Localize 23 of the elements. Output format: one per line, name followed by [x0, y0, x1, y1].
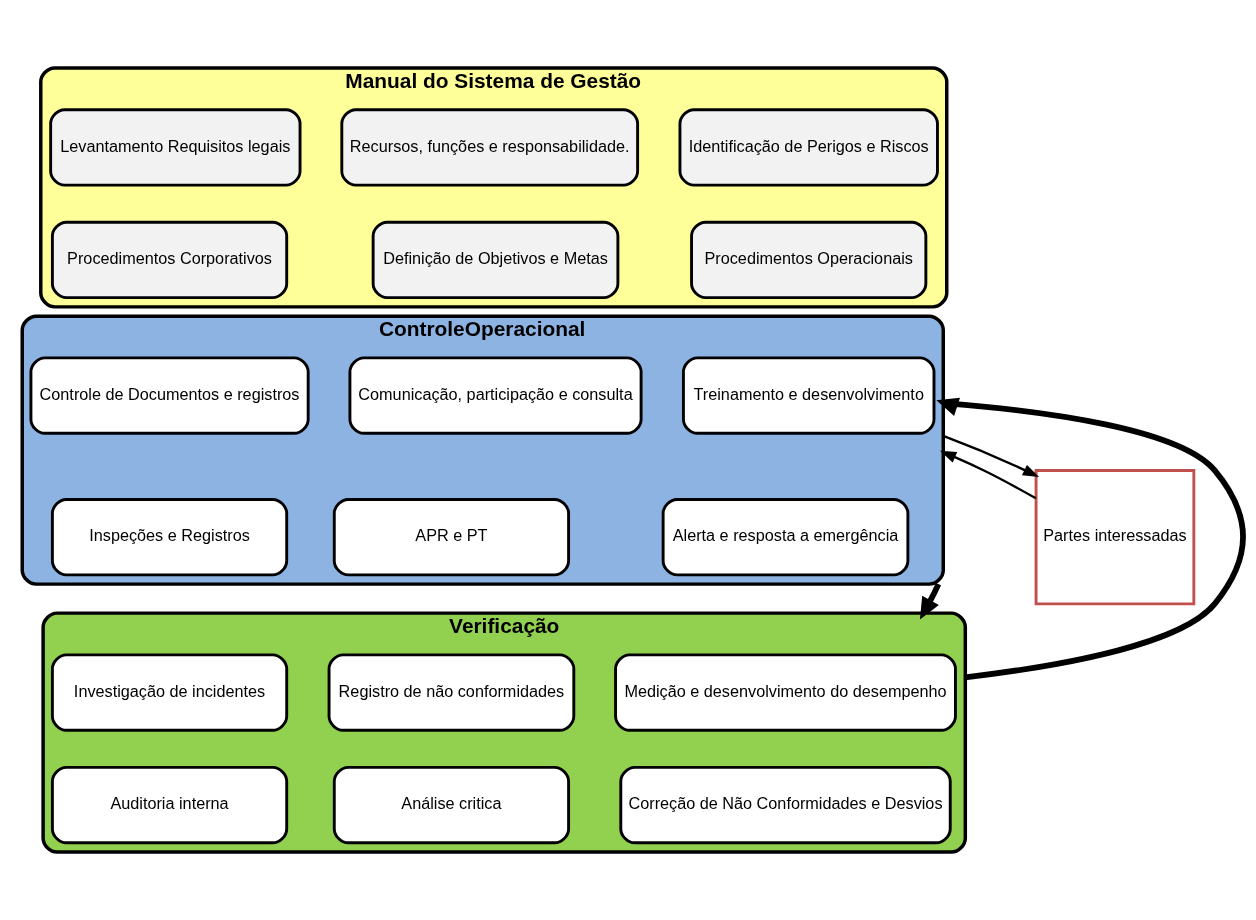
arrow — [940, 450, 1037, 500]
node-box: Análise critica — [332, 765, 571, 845]
node-box: Comunicação, participação e consulta — [348, 356, 643, 435]
node-box: Procedimentos Corporativos — [50, 220, 289, 300]
node-box: Levantamento Requisitos legais — [49, 108, 302, 187]
node-box: Controle de Documentos e registros — [29, 356, 310, 435]
node-box: Treinamento e desenvolvimento — [681, 356, 936, 435]
node-box: APR e PT — [332, 498, 571, 577]
node-box: Identificação de Perigos e Riscos — [678, 108, 939, 187]
arrow — [919, 582, 942, 620]
node-box: Correção de Não Conformidades e Desvios — [619, 765, 952, 845]
arrow — [942, 434, 1040, 478]
node-box: Auditoria interna — [50, 765, 289, 845]
node-box: Procedimentos Operacionais — [690, 220, 928, 300]
node-box: Alerta e resposta a emergência — [661, 498, 910, 577]
node-box: Inspeções e Registros — [50, 498, 289, 577]
node-box: Investigação de incidentes — [50, 653, 289, 732]
node-box: Partes interessadas — [1034, 469, 1196, 606]
node-box: Definição de Objetivos e Metas — [371, 220, 620, 300]
node-box: Recursos, funções e responsabilidade. — [340, 108, 640, 187]
node-box: Registro de não conformidades — [327, 653, 576, 732]
node-box: Medição e desenvolvimento do desempenho — [614, 653, 957, 732]
arrow — [936, 397, 1246, 681]
